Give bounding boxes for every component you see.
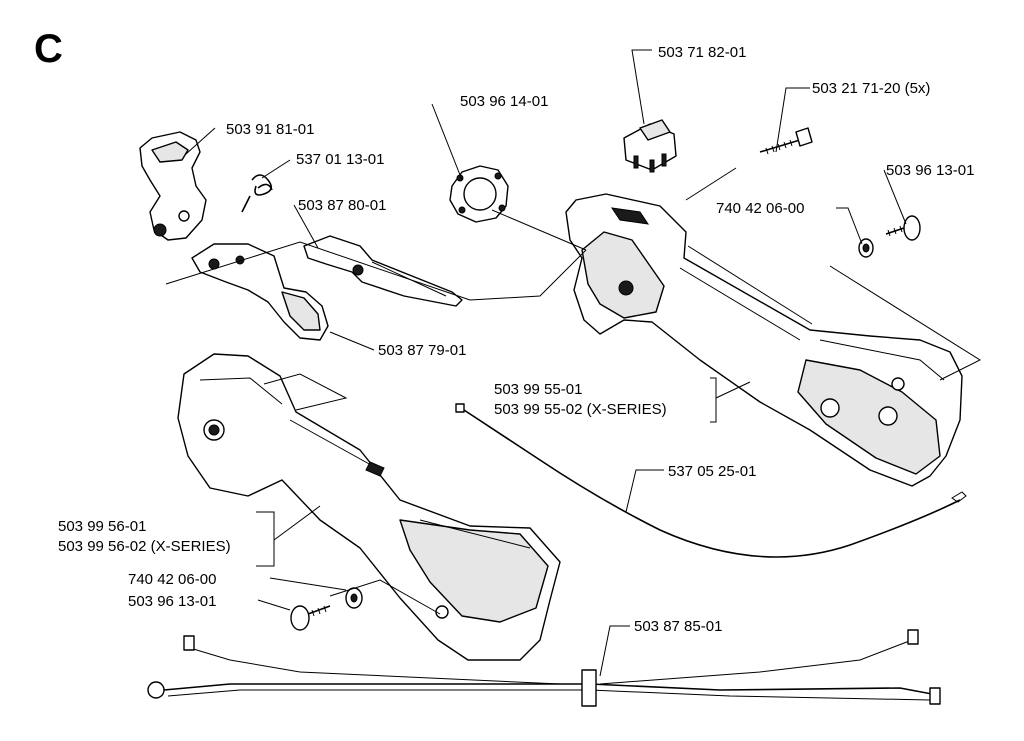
- nut-ring-part: [449, 165, 509, 223]
- right-handle-part: [565, 193, 963, 487]
- label-button-screw-bottom: 503 96 13-01: [128, 593, 216, 610]
- label-right-handle-2: 503 99 55-02 (X-SERIES): [494, 401, 667, 418]
- leader-lines: [165, 49, 982, 677]
- label-left-handle-1: 503 99 56-01: [58, 518, 146, 535]
- washer-part-bottom: [345, 587, 363, 609]
- washer-part-top: [858, 238, 874, 258]
- label-spring: 537 01 13-01: [296, 151, 384, 168]
- label-clamp: 503 91 81-01: [226, 121, 314, 138]
- clamp-part: [139, 131, 207, 241]
- throttle-trigger-part: [191, 243, 329, 341]
- spring-part: [241, 174, 273, 213]
- section-letter: C: [34, 27, 63, 71]
- trigger-part: [303, 235, 463, 307]
- label-switch: 503 71 82-01: [658, 44, 746, 61]
- label-left-handle-2: 503 99 56-02 (X-SERIES): [58, 538, 231, 555]
- label-cable: 537 05 25-01: [668, 463, 756, 480]
- label-button-screw-top: 503 96 13-01: [886, 162, 974, 179]
- button-screw-part-bottom: [290, 605, 331, 631]
- screw-part: [759, 127, 813, 155]
- label-washer-bottom: 740 42 06-00: [128, 571, 216, 588]
- throttle-cable-part: [455, 403, 967, 558]
- label-throttle-trigger: 503 87 79-01: [378, 342, 466, 359]
- label-right-handle-1: 503 99 55-01: [494, 381, 582, 398]
- label-wire-harness: 503 87 85-01: [634, 618, 722, 635]
- label-washer-top: 740 42 06-00: [716, 200, 804, 217]
- label-screw: 503 21 71-20 (5x): [812, 80, 930, 97]
- switch-part: [623, 119, 677, 173]
- left-handle-part: [177, 353, 561, 661]
- wire-harness-part: [147, 629, 941, 707]
- label-nut-ring: 503 96 14-01: [460, 93, 548, 110]
- button-screw-part-top: [885, 215, 921, 241]
- label-trigger: 503 87 80-01: [298, 197, 386, 214]
